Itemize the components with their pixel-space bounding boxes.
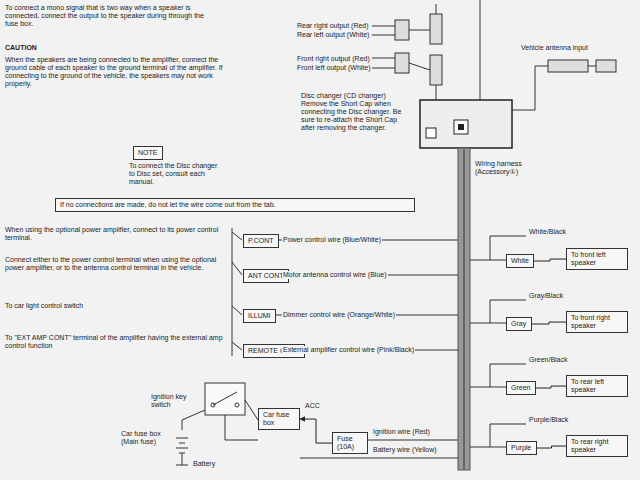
wire-label: Power control wire (Blue/White) (282, 236, 382, 244)
wire-label: To "EXT AMP CONT" terminal of the amplif… (4, 334, 228, 350)
box-text: P.CONT (248, 237, 274, 245)
box-text: Fuse (10A) (337, 435, 363, 451)
wire-label: Front left output (White) (296, 64, 372, 72)
wire-label: CAUTION (4, 44, 38, 52)
wire-box: Fuse (10A) (332, 432, 368, 454)
wire-label: ACC (304, 402, 321, 410)
wire-label: Battery (192, 460, 216, 468)
wire-label: Purple/Black (528, 416, 569, 424)
wire-label: Dimmer control wire (Orange/White) (282, 311, 396, 319)
box-text: To front right speaker (571, 314, 623, 330)
wire-label: White/Black (528, 228, 567, 236)
wire-box: To rear left speaker (566, 375, 628, 397)
box-text: To rear right speaker (571, 438, 623, 454)
wire-label: Front right output (Red) (296, 55, 371, 63)
box-text: Car fuse box (263, 411, 295, 427)
box-text: Green (511, 384, 531, 392)
wire-label: External amplifier control wire (Pink/Bl… (282, 346, 415, 354)
box-text: To front left speaker (571, 251, 623, 267)
wire-box: To front left speaker (566, 248, 628, 270)
wire-label: Ignition wire (Red) (372, 428, 431, 436)
wire-connector (536, 386, 566, 388)
wire-label: To connect the Disc changer to Disc set,… (128, 162, 220, 186)
wire-box: Purple (506, 441, 537, 455)
wire-label: Car fuse box (Main fuse) (120, 430, 172, 446)
wire-label: Disc changer (CD changer) Remove the Sho… (300, 92, 414, 132)
wire-label: Green/Black (528, 356, 569, 364)
wire-label: To car light control switch (4, 302, 84, 310)
wire-box: Gray (506, 317, 532, 331)
wire-label: To connect a mono signal that is two way… (4, 4, 206, 28)
wire-label: Vehicle antenna input (520, 44, 589, 52)
wire-box: NOTE (133, 146, 163, 160)
box-text: To rear left speaker (571, 378, 623, 394)
box-text: Gray (511, 320, 527, 328)
box-text: White (511, 257, 529, 265)
box-text: ANT CONT (248, 272, 284, 280)
wire-label: Rear right output (Red) (296, 22, 370, 30)
wire-box: If no connections are made, do not let t… (55, 198, 415, 212)
wire-label: When using the optional power amplifier,… (4, 226, 228, 242)
wire-label: When the speakers are being connected to… (4, 56, 236, 88)
wire-box: P.CONT (243, 234, 279, 248)
wire-label: Motor antenna control wire (Blue) (282, 271, 388, 279)
wire-connector (532, 322, 566, 324)
wire-label: Wiring harness (Accessory①) (474, 160, 546, 176)
wire-connector (300, 419, 332, 443)
wire-label: Battery wire (Yellow) (372, 446, 438, 454)
wire-connector (534, 259, 566, 261)
wire-box: White (506, 254, 534, 268)
box-text: Purple (511, 444, 532, 452)
box-text: NOTE (138, 149, 158, 157)
wire-box: To front right speaker (566, 311, 628, 333)
wire-label: Rear left output (White) (296, 31, 370, 39)
wire-connector (537, 446, 566, 448)
wire-label: Ignition key switch (150, 393, 204, 409)
wire-label: Gray/Black (528, 292, 564, 300)
box-text: If no connections are made, do not let t… (60, 201, 410, 209)
box-text: ILLUMI (248, 312, 271, 320)
wire-box: To rear right speaker (566, 435, 628, 457)
wire-box: ILLUMI (243, 309, 276, 323)
wire-box: Car fuse box (258, 408, 300, 430)
wire-label: Connect either to the power control term… (4, 256, 228, 272)
wire-box: Green (506, 381, 536, 395)
